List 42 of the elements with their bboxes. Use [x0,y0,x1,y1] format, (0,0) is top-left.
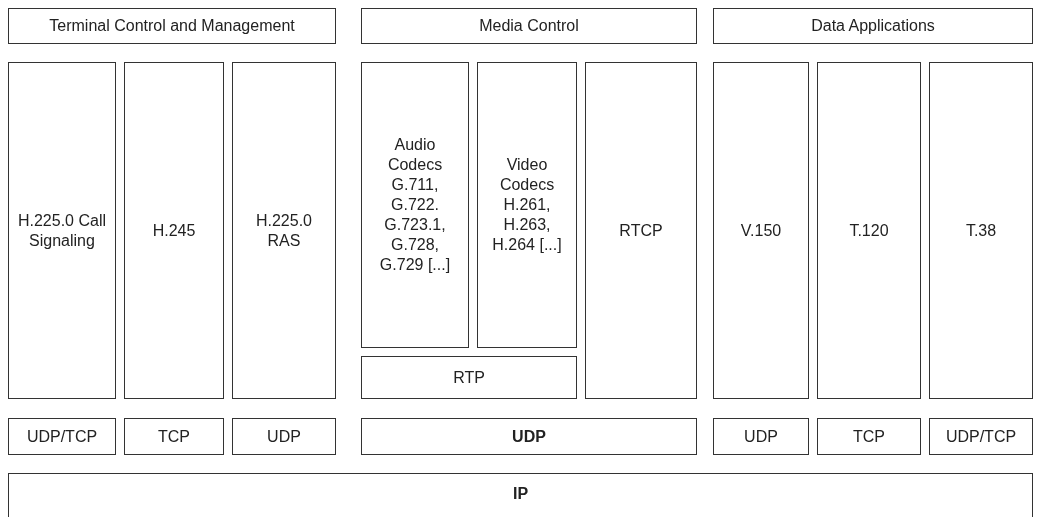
transport-box [232,418,336,455]
protocol-name: H.225.0 RAS [254,210,313,251]
protocol-box [361,356,577,399]
protocol-name: Audio Codecs G.711, G.722. G.723.1, G.728, G.729 [...] [378,135,452,275]
protocol-name: H.225.0 Call Signaling [16,210,107,251]
protocol-box [124,62,224,399]
protocol-name: RTCP [618,220,664,241]
protocol-name: H.245 [151,220,197,241]
protocol-name: T.38 [964,220,998,241]
layer-header [713,8,1033,44]
network-layer-box [8,473,1033,517]
transport-box [361,418,697,455]
transport-box [817,418,921,455]
protocol-name: IP [511,484,530,504]
protocol-name: TCP [852,426,886,447]
protocol-name: Terminal Control and Management [48,16,296,36]
protocol-name: UDP [511,426,547,447]
protocol-box [232,62,336,399]
protocol-name: UDP [266,426,302,447]
protocol-name: Data Applications [810,16,936,36]
protocol-name: UDP/TCP [25,426,99,447]
protocol-name: UDP/TCP [944,426,1018,447]
protocol-box [817,62,921,399]
layer-header [361,8,697,44]
transport-box [124,418,224,455]
protocol-name: Media Control [478,16,580,36]
protocol-name: RTP [452,367,486,388]
protocol-name: TCP [157,426,191,447]
protocol-box [929,62,1033,399]
transport-box [713,418,809,455]
protocol-box [8,62,116,399]
protocol-box [477,62,577,348]
protocol-box [361,62,469,348]
protocol-name: UDP [743,426,779,447]
protocol-box [585,62,697,399]
layer-header [8,8,336,44]
protocol-name: T.120 [848,220,890,241]
protocol-box [713,62,809,399]
protocol-name: Video Codecs H.261, H.263, H.264 [...] [491,155,563,255]
transport-box [8,418,116,455]
protocol-name: V.150 [739,220,783,241]
transport-box [929,418,1033,455]
